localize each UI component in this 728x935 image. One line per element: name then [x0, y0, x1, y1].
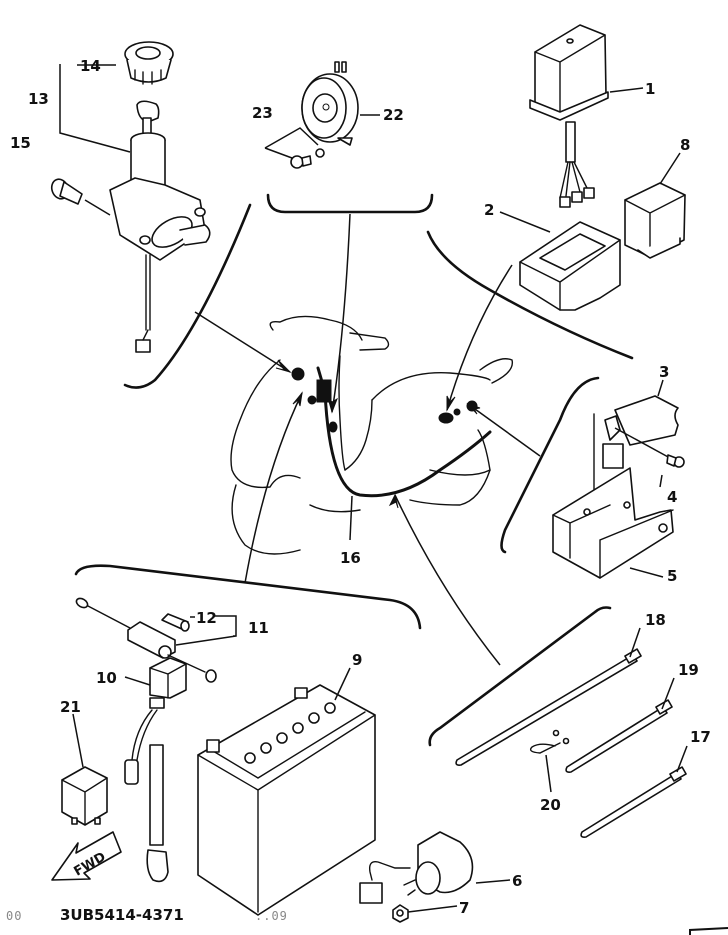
- part-screw-washer: [264, 127, 325, 169]
- part-clamp: [529, 729, 570, 793]
- bracket-horn: [266, 193, 434, 214]
- callout-23: 23: [252, 104, 273, 122]
- part-horn: [301, 61, 359, 146]
- catalog-code: 3UB5414-4371: [60, 906, 184, 924]
- callout-4: 4: [667, 488, 677, 506]
- callout-8: 8: [680, 136, 690, 154]
- part-relay-21: [61, 766, 108, 826]
- callout-16: 16: [340, 549, 361, 567]
- part-cap: [124, 41, 174, 85]
- callout-11: 11: [248, 619, 269, 637]
- part-coupler-holder: [519, 221, 621, 311]
- part-screw-4: [614, 427, 685, 468]
- fwd-arrow: FWD: [51, 831, 122, 881]
- callout-10: 10: [96, 669, 117, 687]
- part-band-17: [580, 766, 687, 838]
- callout-1: 1: [645, 80, 655, 98]
- arrow-horn: [331, 213, 351, 413]
- part-fuse: [161, 613, 190, 632]
- callout-21: 21: [60, 698, 81, 716]
- part-bolt: [50, 178, 111, 216]
- arrow-bands: [394, 494, 501, 666]
- callout-9: 9: [352, 651, 362, 669]
- callout-22: 22: [383, 106, 404, 124]
- part-bracket: [552, 467, 674, 579]
- part-flasher-relay: [359, 831, 474, 904]
- catalog-code-prefix: 00: [6, 909, 22, 923]
- part-plug-cap: [124, 657, 187, 883]
- arrow-battery: [244, 392, 303, 584]
- callout-2: 2: [484, 201, 494, 219]
- part-band-19: [565, 699, 673, 773]
- part-relay-8: [624, 182, 686, 259]
- callout-20: 20: [540, 796, 561, 814]
- callout-5: 5: [667, 567, 677, 585]
- part-main-switch: [109, 100, 211, 353]
- part-starter-relay: [593, 395, 679, 516]
- callout-17: 17: [690, 728, 711, 746]
- part-fuse-holder: [75, 597, 217, 683]
- catalog-code-footer: 00 3UB5414-4371 ..09: [6, 906, 728, 935]
- leader-16: [349, 495, 353, 541]
- arrow-starter-relay: [467, 403, 541, 457]
- leader-lines: [59, 64, 688, 884]
- callout-19: 19: [678, 661, 699, 679]
- part-control-unit: [529, 24, 609, 208]
- callout-18: 18: [645, 611, 666, 629]
- callout-15: 15: [10, 134, 31, 152]
- callout-3: 3: [659, 363, 669, 381]
- leader-11-12: [175, 615, 237, 646]
- part-nut: [392, 904, 458, 923]
- callout-12: 12: [196, 609, 217, 627]
- arrow-relay: [446, 264, 513, 411]
- corner-mark: [689, 927, 728, 935]
- callout-labels: 1 2 3 4 5 6 7 8 9 10 11 12 13 14 15 16 1…: [10, 57, 711, 917]
- catalog-code-suffix: ..09: [255, 909, 288, 923]
- callout-7: 7: [459, 899, 469, 917]
- part-band-18: [455, 648, 642, 766]
- wire-harness: [349, 495, 353, 541]
- scooter-outline: [230, 315, 514, 555]
- arrow-main-switch: [194, 311, 291, 373]
- callout-6: 6: [512, 872, 522, 890]
- bracket-starter-relay: [500, 376, 600, 554]
- bracket-bands: [428, 606, 612, 747]
- bracket-main-switch: [123, 203, 252, 389]
- callout-14: 14: [80, 57, 101, 75]
- callout-13: 13: [28, 90, 49, 108]
- leader-arrows: [194, 213, 541, 666]
- part-battery: [197, 684, 376, 916]
- bracket-battery: [74, 564, 422, 630]
